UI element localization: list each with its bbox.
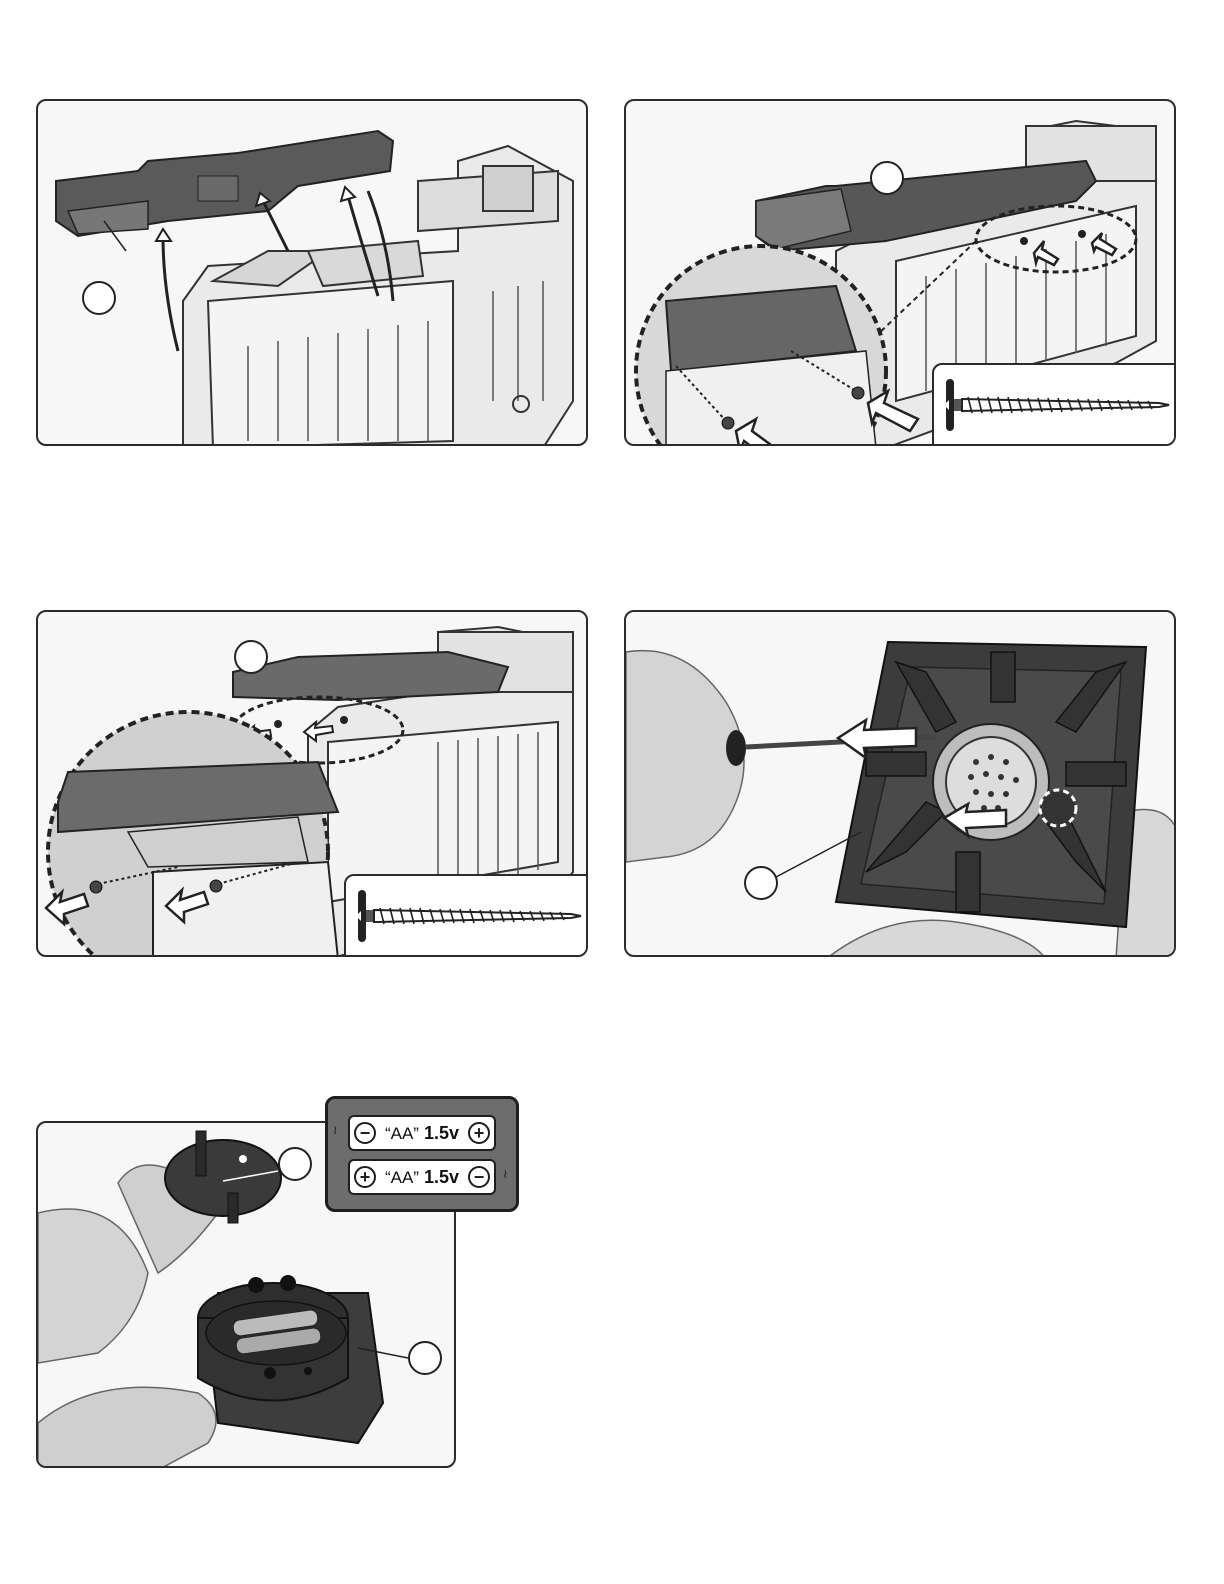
battery-voltage: 1.5v <box>424 1123 459 1143</box>
part-callout <box>234 640 268 674</box>
battery-label: “AA” 1.5v <box>385 1123 459 1144</box>
battery-type: “AA” <box>385 1168 419 1187</box>
negative-terminal-icon: − <box>354 1122 376 1144</box>
part-callout <box>408 1341 442 1375</box>
battery-label: “AA” 1.5v <box>385 1167 459 1188</box>
screw-length-icon <box>934 365 1174 445</box>
negative-terminal-icon: − <box>468 1166 490 1188</box>
positive-terminal-icon: + <box>468 1122 490 1144</box>
spring-icon: ≀ <box>333 1123 339 1137</box>
screw-size-inset <box>344 874 588 957</box>
battery-cell-2: + “AA” 1.5v − <box>348 1159 496 1195</box>
figure-4-illustration <box>626 612 1176 957</box>
figure-1-panel <box>36 99 588 446</box>
part-callout <box>744 866 778 900</box>
battery-type: “AA” <box>385 1124 419 1143</box>
figure-2-panel <box>624 99 1176 446</box>
spring-icon: ≀ <box>503 1167 509 1181</box>
battery-orientation-diagram: ≀ ≀ − “AA” 1.5v + + “AA” 1.5v − <box>325 1096 519 1212</box>
screw-length-icon <box>346 876 586 956</box>
part-callout <box>870 161 904 195</box>
figure-1-illustration <box>38 101 588 446</box>
battery-cell-1: − “AA” 1.5v + <box>348 1115 496 1151</box>
battery-voltage: 1.5v <box>424 1167 459 1187</box>
part-callout <box>82 281 116 315</box>
positive-terminal-icon: + <box>354 1166 376 1188</box>
figure-3-panel <box>36 610 588 957</box>
figure-4-panel <box>624 610 1176 957</box>
part-callout <box>278 1147 312 1181</box>
screw-size-inset <box>932 363 1176 446</box>
